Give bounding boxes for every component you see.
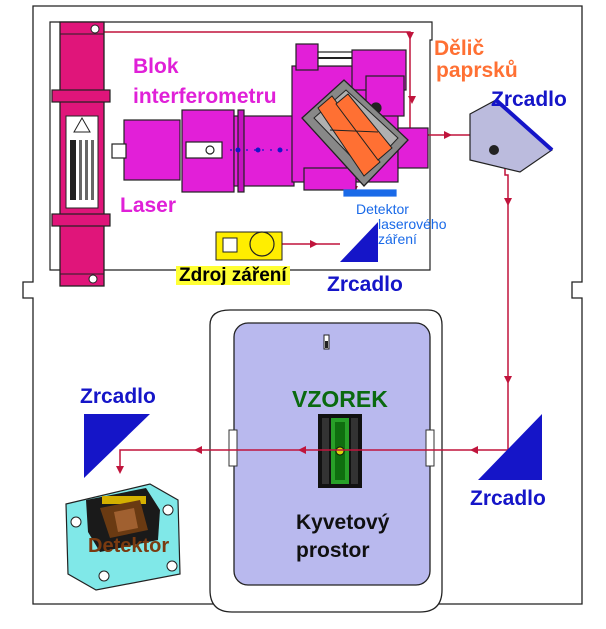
label-blok: Blok: [133, 55, 179, 78]
mirror-right: [478, 414, 542, 480]
label-zrcadlo-top-right: Zrcadlo: [491, 88, 567, 111]
detector-board: [65, 483, 181, 591]
optical-axis-markers: [230, 147, 292, 153]
label-prostor: prostor: [296, 539, 370, 562]
label-detektor-laseroveho-1: Detektor: [356, 201, 409, 217]
compartment-slot-right: [425, 429, 435, 467]
beam-splitter: [301, 79, 409, 187]
label-paprsku: paprsků: [436, 59, 518, 82]
label-delic: Dělič: [434, 37, 485, 60]
laser-tube: [51, 21, 111, 287]
label-kyvetovy: Kyvetový: [296, 511, 390, 534]
label-zdroj-zareni: Zdroj záření: [176, 266, 290, 285]
label-detektor-laseroveho-3: záření: [378, 231, 417, 247]
label-zrcadlo-middle: Zrcadlo: [327, 273, 403, 296]
label-zrcadlo-left: Zrcadlo: [80, 385, 156, 408]
mirror-top-right: [469, 98, 554, 173]
label-zrcadlo-right: Zrcadlo: [470, 487, 546, 510]
sample-holder: [318, 414, 362, 488]
label-detektor: Detektor: [88, 535, 170, 557]
label-detektor-laseroveho-2: laserového: [378, 216, 447, 232]
light-source: [215, 231, 283, 261]
mirror-left: [84, 414, 150, 478]
compartment-slot-left: [228, 429, 238, 467]
instrument-housing: [22, 5, 583, 605]
label-laser: Laser: [120, 194, 177, 217]
mirror-middle: [340, 222, 378, 262]
label-interferometru: interferometru: [133, 85, 277, 108]
label-vzorek: VZOREK: [292, 386, 388, 412]
